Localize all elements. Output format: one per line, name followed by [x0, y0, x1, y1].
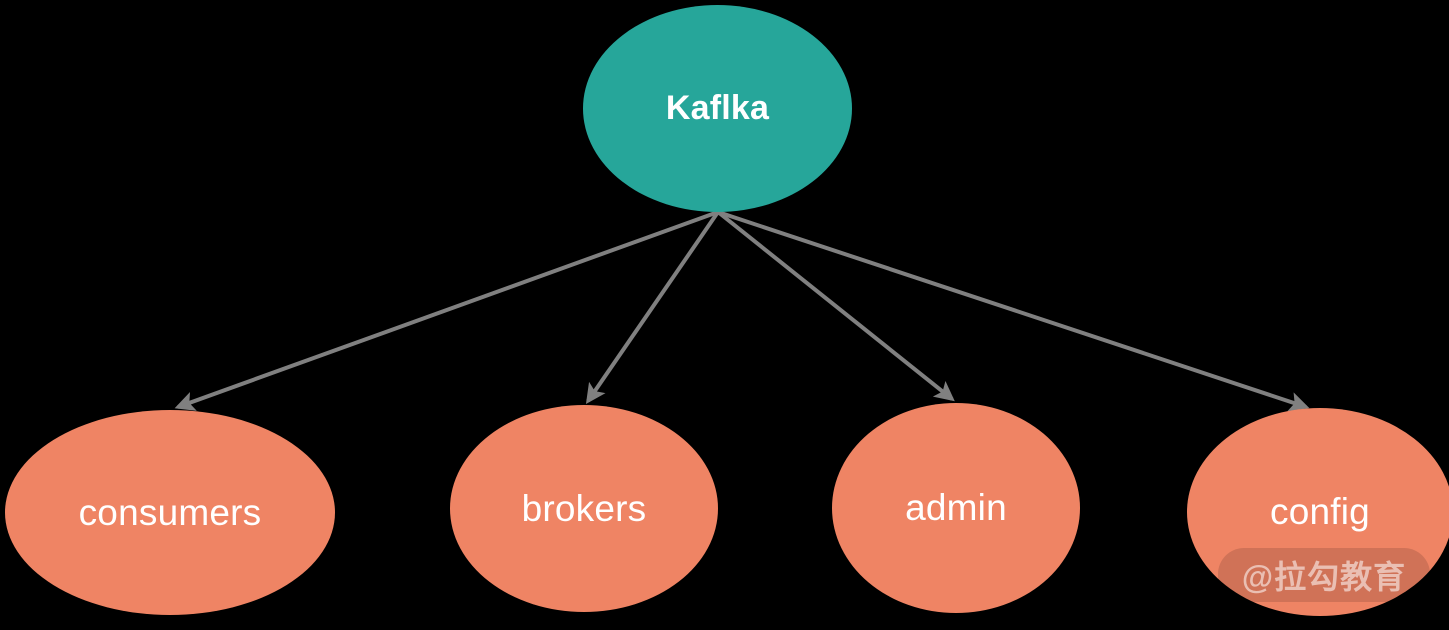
node-label-brokers: brokers: [521, 487, 647, 529]
edge-kaflka-to-admin: [716, 210, 955, 402]
node-config[interactable]: config: [1187, 408, 1449, 616]
node-admin[interactable]: admin: [832, 403, 1080, 613]
node-kaflka[interactable]: Kaflka: [583, 5, 852, 212]
edge-kaflka-to-consumers: [174, 210, 719, 411]
node-label-config: config: [1270, 491, 1370, 532]
node-brokers[interactable]: brokers: [450, 405, 718, 612]
node-consumers[interactable]: consumers: [5, 410, 335, 615]
edge-kaflka-to-config: [717, 210, 1310, 412]
node-label-kaflka: Kaflka: [665, 89, 770, 127]
node-label-consumers: consumers: [78, 491, 262, 533]
watermark: @拉勾教育: [1218, 548, 1430, 602]
edge-kaflka-to-brokers: [585, 210, 720, 404]
node-label-admin: admin: [905, 487, 1007, 528]
